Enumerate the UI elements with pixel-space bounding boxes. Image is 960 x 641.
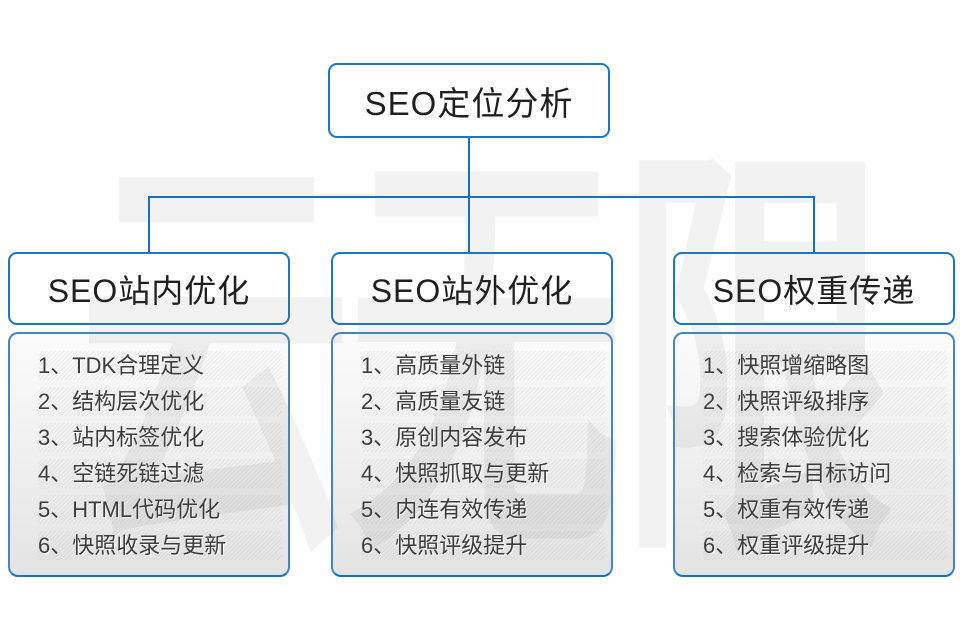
branch-node-weight: SEO权重传递 [673,252,955,325]
list-item: 2、高质量友链 [361,387,605,416]
list-item: 6、快照收录与更新 [38,531,282,560]
branch-node-offsite-title: SEO站外优化 [370,272,574,309]
list-panel-offsite: 1、高质量外链 2、高质量友链 3、原创内容发布 4、快照抓取与更新 5、内连有… [331,332,613,577]
list-item: 3、站内标签优化 [38,423,282,452]
list-item: 1、TDK合理定义 [38,351,282,380]
list-item: 4、空链死链过滤 [38,459,282,488]
list-item: 6、权重评级提升 [703,531,947,560]
list-item: 5、HTML代码优化 [38,495,282,524]
list-item: 3、原创内容发布 [361,423,605,452]
connector-right-drop-line [813,196,815,253]
list-item: 1、快照增缩略图 [703,351,947,380]
root-node-title: SEO定位分析 [364,84,574,122]
branch-node-weight-title: SEO权重传递 [712,272,916,309]
list-item: 5、权重有效传递 [703,495,947,524]
connector-left-drop-line [148,196,150,253]
list-item: 2、结构层次优化 [38,387,282,416]
branch-node-onsite: SEO站内优化 [8,252,290,325]
connector-middle-drop-line [468,196,470,253]
list-item: 6、快照评级提升 [361,531,605,560]
list-item: 5、内连有效传递 [361,495,605,524]
list-item: 1、高质量外链 [361,351,605,380]
connector-root-stem-line [468,137,470,197]
list-offsite: 1、高质量外链 2、高质量友链 3、原创内容发布 4、快照抓取与更新 5、内连有… [333,334,611,560]
list-item: 4、快照抓取与更新 [361,459,605,488]
root-node: SEO定位分析 [328,63,610,138]
list-onsite: 1、TDK合理定义 2、结构层次优化 3、站内标签优化 4、空链死链过滤 5、H… [10,334,288,560]
list-item: 3、搜索体验优化 [703,423,947,452]
list-panel-onsite: 1、TDK合理定义 2、结构层次优化 3、站内标签优化 4、空链死链过滤 5、H… [8,332,290,577]
branch-node-onsite-title: SEO站内优化 [47,272,251,309]
list-weight: 1、快照增缩略图 2、快照评级排序 3、搜索体验优化 4、检索与目标访问 5、权… [675,334,953,560]
list-item: 4、检索与目标访问 [703,459,947,488]
list-panel-weight: 1、快照增缩略图 2、快照评级排序 3、搜索体验优化 4、检索与目标访问 5、权… [673,332,955,577]
branch-node-offsite: SEO站外优化 [331,252,613,325]
connector-distribution-line [148,196,815,198]
list-item: 2、快照评级排序 [703,387,947,416]
